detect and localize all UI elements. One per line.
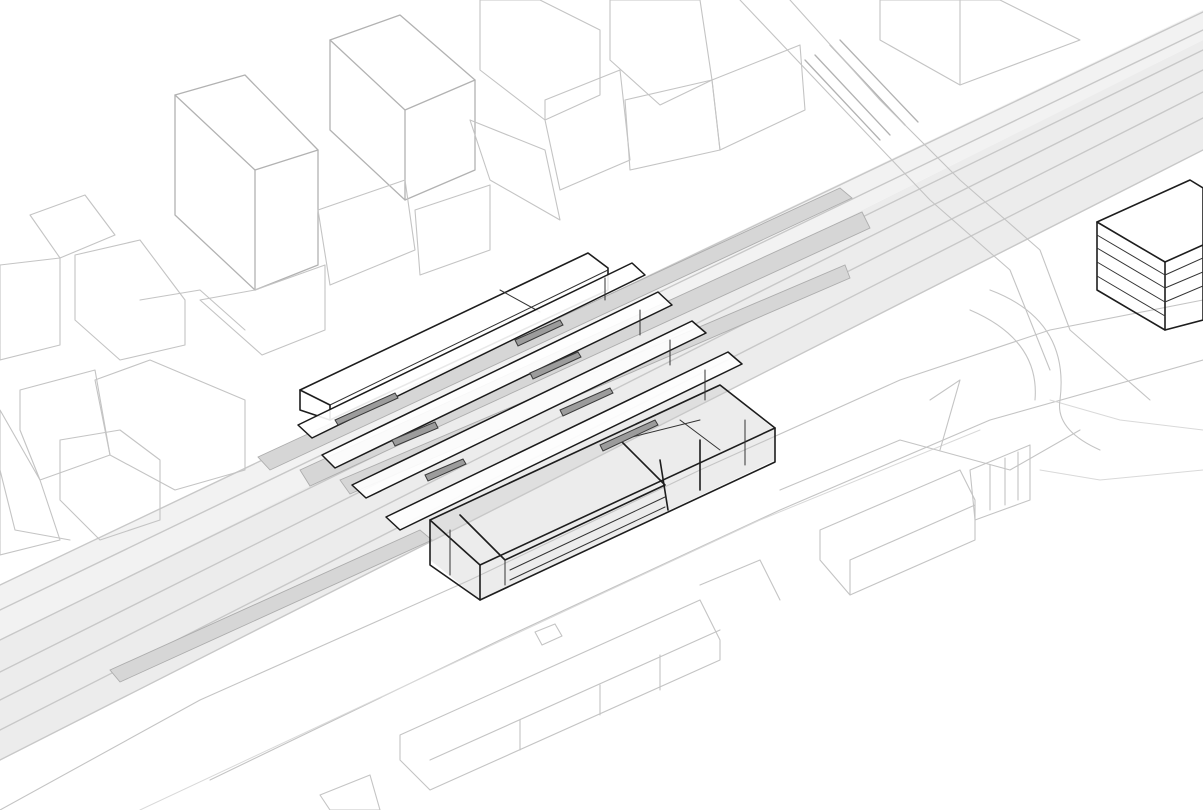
- canopy-4: [385, 351, 743, 531]
- canopy-1: [297, 262, 646, 439]
- platform-4: [109, 529, 433, 683]
- context-buildings-left: [0, 0, 1151, 556]
- platform-canopies: [297, 262, 743, 531]
- highlight-building-right: [1096, 179, 1203, 331]
- platform-2: [299, 211, 871, 487]
- canopy-3: [351, 320, 707, 499]
- context-buildings-bottom: [319, 444, 1031, 810]
- station-building: [299, 252, 776, 601]
- canopy-2: [321, 291, 673, 469]
- station-concourse: [429, 384, 776, 601]
